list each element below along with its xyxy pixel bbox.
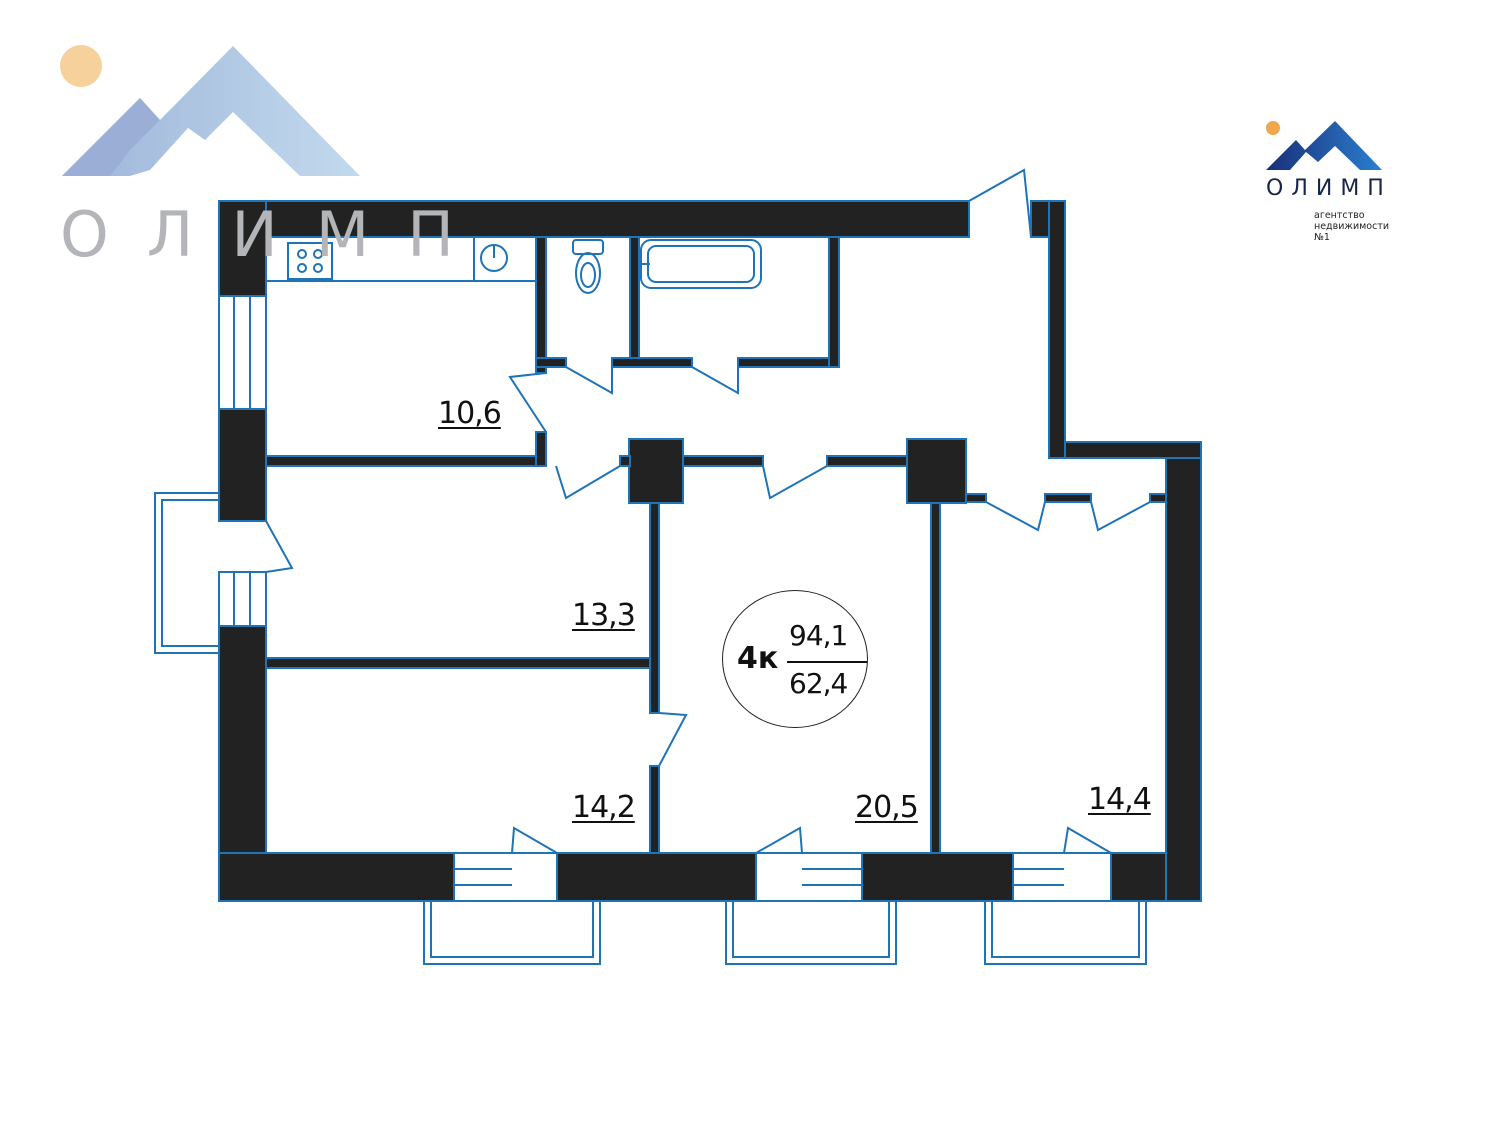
watermark-mountain-icon [60, 45, 360, 176]
fraction-divider [787, 661, 867, 663]
logo-tagline-line: №1 [1314, 232, 1330, 243]
total-area: 94,1 [789, 619, 848, 652]
logo-tagline: агентство недвижимости №1 [1314, 210, 1434, 243]
room-area-living-room: 20,5 [855, 790, 919, 825]
outer-walls [218, 200, 1202, 902]
room-count: 4к [737, 641, 779, 676]
toilet-icon [572, 239, 604, 294]
living-area: 62,4 [789, 667, 848, 700]
apartment-summary-badge: 4к 94,1 62,4 [722, 590, 868, 728]
bathtub-icon [640, 239, 762, 289]
room-area-room-3: 14,4 [1088, 782, 1152, 817]
doors [265, 168, 1151, 854]
watermark-text: ОЛИМП [60, 198, 492, 271]
logo-tagline-line: недвижимости [1314, 221, 1390, 232]
room-area-room-2: 14,2 [572, 790, 636, 825]
kitchen-counter [265, 236, 537, 282]
room-area-room-1: 13,3 [572, 598, 636, 633]
company-logo-icon [1266, 121, 1382, 170]
windows [154, 295, 1147, 965]
logo-tagline-line: агентство [1314, 210, 1365, 221]
logo-name: ОЛИМП [1266, 176, 1392, 201]
interior-walls [265, 236, 1167, 854]
room-area-kitchen: 10,6 [438, 396, 502, 431]
